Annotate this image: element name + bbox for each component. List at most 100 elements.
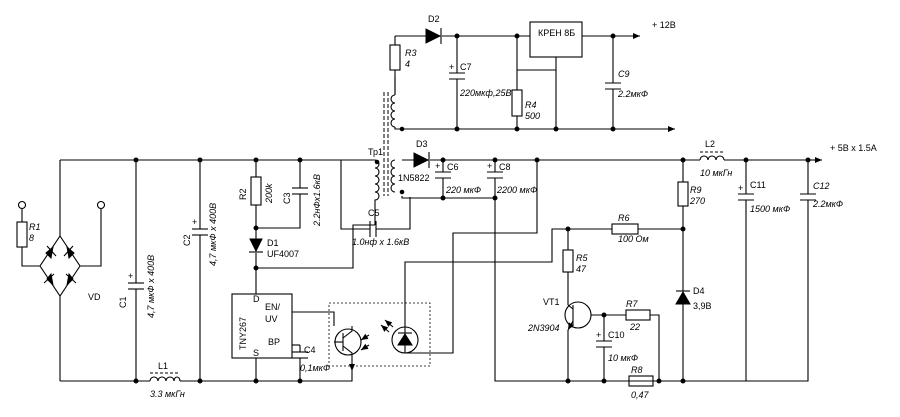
svg-text:C8: C8 <box>499 162 511 172</box>
svg-text:4: 4 <box>405 59 410 69</box>
svg-text:1500 мкФ: 1500 мкФ <box>750 204 790 214</box>
svg-text:1N5822: 1N5822 <box>398 173 430 183</box>
svg-text:VD: VD <box>88 292 101 302</box>
svg-text:8: 8 <box>29 233 34 243</box>
svg-text:C7: C7 <box>460 62 472 72</box>
svg-text:47: 47 <box>576 264 587 274</box>
diode-bridge-vd: VD <box>39 160 101 381</box>
svg-text:2.2нФх1.6кВ: 2.2нФх1.6кВ <box>312 174 322 227</box>
svg-text:L2: L2 <box>705 139 715 149</box>
capacitor-c1: + C1 4,7 мкФ х 400В <box>118 160 156 381</box>
svg-text:3,9В: 3,9В <box>693 301 712 311</box>
svg-text:D1: D1 <box>267 238 279 248</box>
resistor-r4: R4 500 <box>511 33 540 132</box>
svg-text:200k: 200k <box>264 183 274 204</box>
svg-text:TNY267: TNY267 <box>238 317 248 350</box>
capacitor-c7: + C7 220мкф,25В <box>449 33 511 132</box>
svg-text:C5: C5 <box>368 208 380 218</box>
regulator-kren8b: КРЕН 8Б + 12В <box>517 20 676 132</box>
svg-text:КРЕН 8Б: КРЕН 8Б <box>538 28 575 38</box>
svg-text:R3: R3 <box>405 48 417 58</box>
svg-text:2.2мкФ: 2.2мкФ <box>617 89 648 99</box>
svg-text:2N3904: 2N3904 <box>527 323 560 333</box>
svg-text:R1: R1 <box>29 222 41 232</box>
svg-text:D2: D2 <box>428 14 440 24</box>
svg-text:270: 270 <box>689 196 705 206</box>
svg-text:R5: R5 <box>576 253 588 263</box>
optocoupler <box>328 302 431 371</box>
svg-text:+: + <box>192 217 197 227</box>
svg-text:C6: C6 <box>447 162 459 172</box>
svg-text:220 мкФ: 220 мкФ <box>445 185 481 195</box>
svg-text:+: + <box>449 62 454 72</box>
svg-text:4,7 мкФ х 400В: 4,7 мкФ х 400В <box>146 255 156 318</box>
svg-text:+: + <box>435 161 440 171</box>
svg-text:+: + <box>738 183 743 193</box>
svg-text:R8: R8 <box>631 365 643 375</box>
led-cathode-wire <box>404 228 612 327</box>
ic-tny267: D EN/ UV BP S TNY267 <box>231 293 335 384</box>
svg-text:R2: R2 <box>238 188 248 200</box>
5v-return-top <box>401 196 495 199</box>
svg-text:UF4007: UF4007 <box>267 249 299 259</box>
inductor-l1: L1 3.3 мкГн <box>149 361 185 399</box>
svg-text:D3: D3 <box>416 139 428 149</box>
svg-text:C1: C1 <box>118 296 128 308</box>
transistor-vt1: VT1 2N3904 <box>527 297 626 384</box>
svg-text:EN/: EN/ <box>265 302 281 312</box>
transformer-tr1: Тр1 <box>368 92 405 225</box>
svg-text:500: 500 <box>525 111 540 121</box>
svg-text:+: + <box>487 161 492 171</box>
svg-text:R4: R4 <box>525 100 537 110</box>
svg-text:2200 мкФ: 2200 мкФ <box>496 185 537 195</box>
svg-text:R7: R7 <box>626 299 638 309</box>
svg-text:C11: C11 <box>750 180 766 190</box>
resistor-r9: R9 270 <box>677 157 705 229</box>
resistor-r6: R6 100 Ом <box>611 213 683 244</box>
svg-text:10 мкГн: 10 мкГн <box>700 168 732 178</box>
svg-text:C2: C2 <box>182 234 192 246</box>
svg-text:1.0нф х 1.6кВ: 1.0нф х 1.6кВ <box>352 237 409 247</box>
svg-text:R9: R9 <box>690 185 702 195</box>
svg-text:L1: L1 <box>158 361 168 371</box>
svg-text:100 Ом: 100 Ом <box>618 234 649 244</box>
svg-text:Тр1: Тр1 <box>368 147 383 157</box>
capacitor-c6: + C6 220 мкФ <box>435 157 481 201</box>
diode-d1: D1 UF4007 <box>249 228 299 294</box>
svg-text:S: S <box>253 348 259 358</box>
resistor-r3: R3 4 <box>389 36 417 95</box>
svg-text:+: + <box>596 330 601 340</box>
junction-dots <box>133 157 259 384</box>
svg-text:C4: C4 <box>304 345 316 355</box>
svg-text:+: + <box>128 271 133 281</box>
svg-text:0,1мкФ: 0,1мкФ <box>300 363 330 373</box>
diode-d3: D3 1N5822 <box>398 139 430 183</box>
svg-text:2.2мкФ: 2.2мкФ <box>812 199 843 209</box>
svg-text:UV: UV <box>265 314 278 324</box>
capacitor-c4: C4 0,1мкФ <box>264 345 353 384</box>
diode-d4: D4 3,9В <box>675 226 712 381</box>
resistor-r8: R8 0,47 <box>628 365 686 400</box>
svg-text:D4: D4 <box>693 286 705 296</box>
output-5v-label: + 5В х 1.5А <box>830 143 877 153</box>
resistor-r1: R1 8 <box>16 221 41 248</box>
capacitor-c2: + C2 4,7 мкФ х 400В <box>182 160 218 381</box>
resistor-r5: R5 47 <box>562 226 588 305</box>
diode-d2: D2 <box>425 14 442 44</box>
svg-text:R6: R6 <box>618 213 630 223</box>
capacitor-c10: + C10 10 мкФ <box>596 315 638 384</box>
capacitor-c8: + C8 2200 мкФ <box>487 157 683 382</box>
svg-text:C9: C9 <box>618 69 630 79</box>
resistor-r2: R2 200k <box>238 160 274 228</box>
led-anode-wire <box>405 160 538 354</box>
svg-text:3.3 мкГн: 3.3 мкГн <box>150 389 185 399</box>
svg-text:BP: BP <box>268 337 280 347</box>
svg-text:220мкф,25В: 220мкф,25В <box>459 88 511 98</box>
svg-text:+ 12В: + 12В <box>652 20 676 30</box>
capacitor-c12: C12 2.2мкФ <box>746 157 843 382</box>
capacitor-c3: C3 2.2нФх1.6кВ <box>253 157 322 231</box>
svg-text:10 мкФ: 10 мкФ <box>608 353 638 363</box>
svg-text:0,47: 0,47 <box>631 390 650 400</box>
svg-text:4,7 мкФ х 400В: 4,7 мкФ х 400В <box>208 203 218 266</box>
svg-text:C3: C3 <box>282 192 292 204</box>
